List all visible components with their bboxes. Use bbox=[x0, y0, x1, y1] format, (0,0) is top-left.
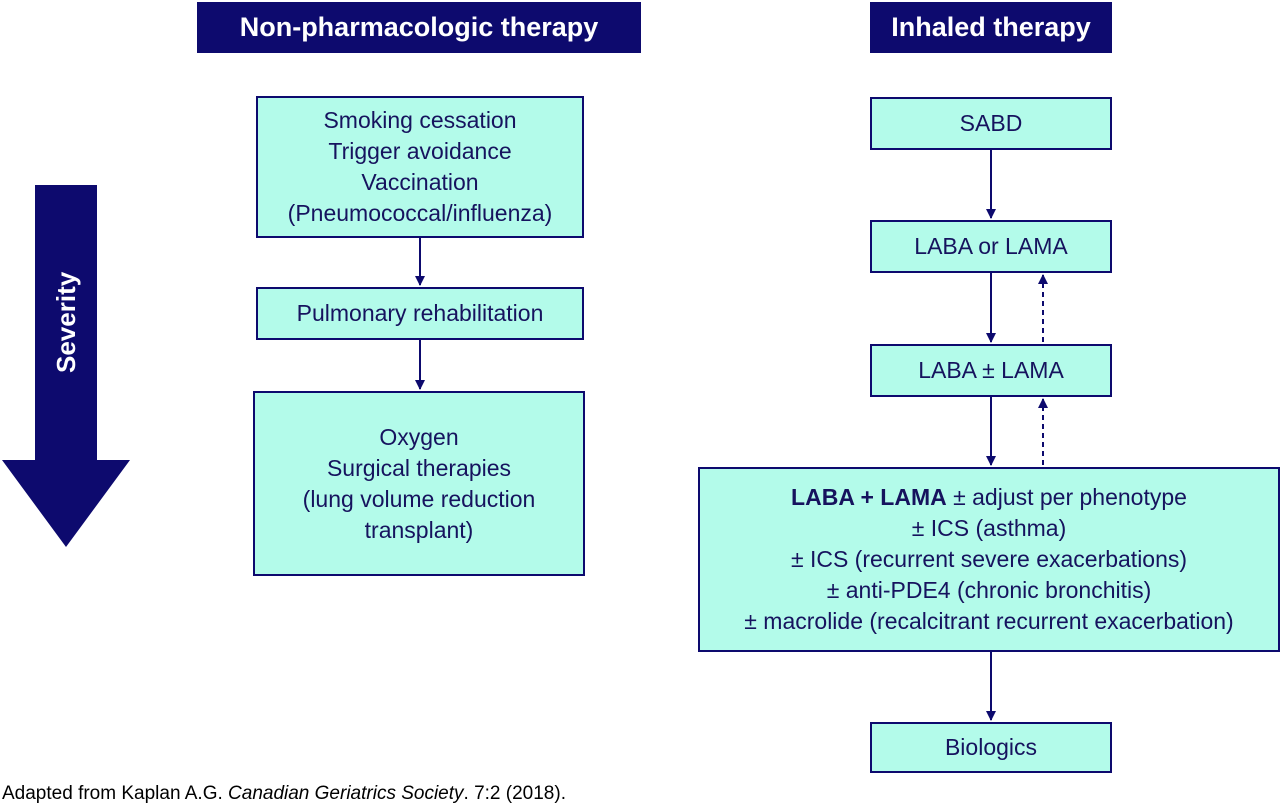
lifestyle-line: Vaccination bbox=[361, 169, 479, 195]
combo-first-rest: ± adjust per phenotype bbox=[946, 484, 1187, 510]
header-inhaled-label: Inhaled therapy bbox=[891, 12, 1091, 42]
advanced-line: Surgical therapies bbox=[326, 454, 512, 481]
severity-arrow-icon bbox=[2, 185, 130, 547]
advanced-line: transplant) bbox=[364, 516, 474, 543]
header-inhaled-therapy: Inhaled therapy bbox=[870, 2, 1112, 53]
box-laba-pm-lama: LABA ± LAMA bbox=[870, 344, 1112, 397]
box-sabd: SABD bbox=[870, 97, 1112, 150]
sabd-label: SABD bbox=[959, 110, 1023, 136]
lifestyle-line: Trigger avoidance bbox=[328, 138, 512, 164]
lifestyle-line: (Pneumococcal/influenza) bbox=[287, 200, 553, 226]
box-laba-or-lama: LABA or LAMA bbox=[870, 220, 1112, 273]
advanced-line: Oxygen bbox=[379, 423, 459, 450]
box-laba-lama-phenotype: LABA + LAMA ± adjust per phenotype ± ICS… bbox=[698, 467, 1280, 652]
combo-line: ± anti-PDE4 (chronic bronchitis) bbox=[826, 577, 1152, 603]
header-non-pharmacologic-label: Non-pharmacologic therapy bbox=[239, 12, 599, 42]
combo-first-bold: LABA + LAMA bbox=[791, 484, 947, 510]
box-biologics: Biologics bbox=[870, 722, 1112, 773]
source-caption: Adapted from Kaplan A.G. Canadian Geriat… bbox=[2, 783, 566, 805]
box-advanced-therapies: Oxygen Surgical therapies (lung volume r… bbox=[253, 391, 585, 576]
header-non-pharmacologic-therapy: Non-pharmacologic therapy bbox=[197, 2, 641, 53]
rehab-label: Pulmonary rehabilitation bbox=[296, 300, 544, 326]
severity-label: Severity bbox=[51, 271, 81, 373]
caption-journal: Canadian Geriatrics Society bbox=[228, 783, 464, 804]
advanced-line: (lung volume reduction bbox=[302, 485, 536, 512]
box-pulmonary-rehabilitation: Pulmonary rehabilitation bbox=[256, 287, 584, 340]
combo-line: ± ICS (recurrent severe exacerbations) bbox=[790, 546, 1188, 572]
combo-first-line: LABA + LAMA ± adjust per phenotype bbox=[791, 482, 1187, 513]
laba-pm-lama-label: LABA ± LAMA bbox=[918, 357, 1064, 383]
box-lifestyle-measures: Smoking cessation Trigger avoidance Vacc… bbox=[256, 96, 584, 238]
caption-prefix: Adapted from Kaplan A.G. bbox=[2, 783, 229, 804]
combo-line: ± ICS (asthma) bbox=[911, 515, 1067, 541]
combo-line: ± macrolide (recalcitrant recurrent exac… bbox=[744, 608, 1234, 634]
lifestyle-line: Smoking cessation bbox=[323, 107, 517, 133]
biologics-label: Biologics bbox=[944, 734, 1038, 760]
laba-or-lama-label: LABA or LAMA bbox=[914, 233, 1068, 259]
caption-suffix: . 7:2 (2018). bbox=[463, 783, 566, 804]
